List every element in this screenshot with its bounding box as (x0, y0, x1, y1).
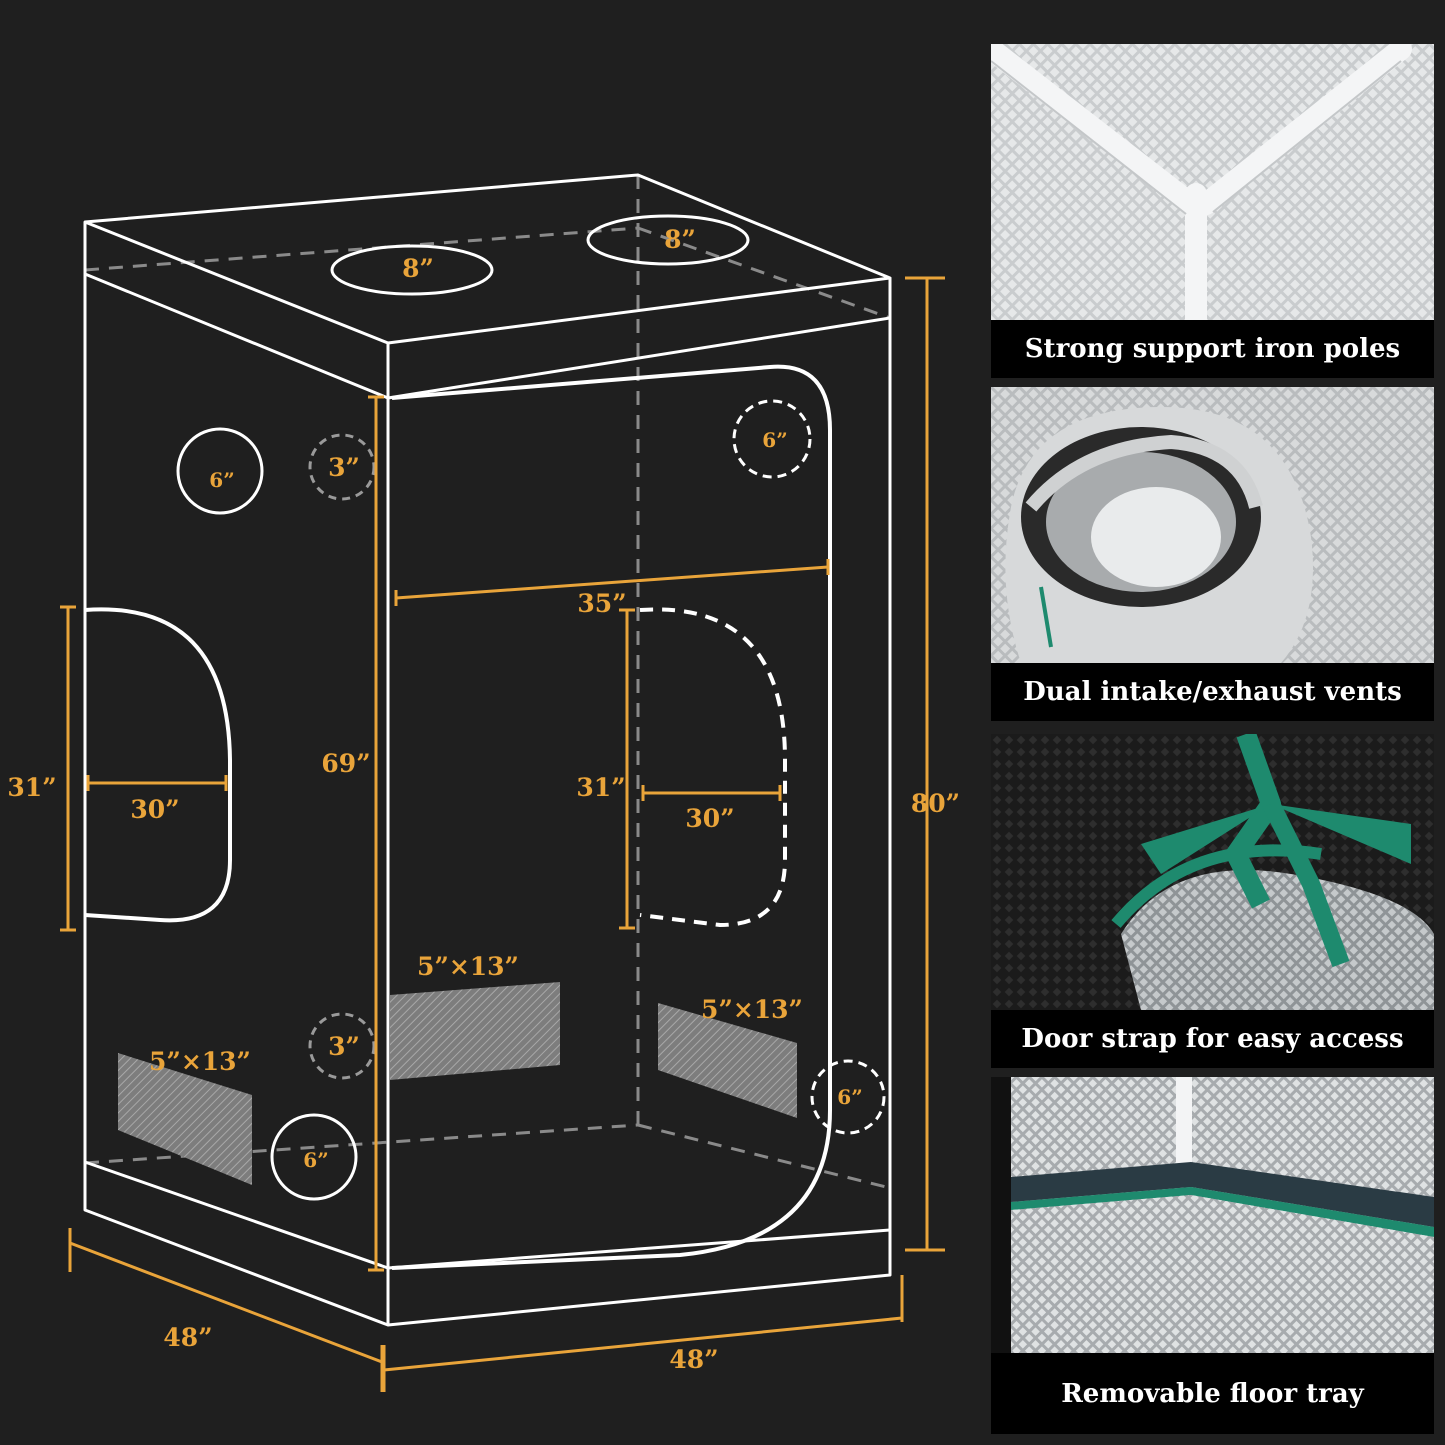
caption-floor-tray: Removable floor tray (991, 1353, 1434, 1434)
window-left-mesh (118, 1053, 252, 1185)
feature-panel-vents: Dual intake/exhaust vents (991, 387, 1434, 721)
left-small-port-top-label: 3” (328, 453, 360, 482)
window-left-label: 5”×13” (149, 1047, 251, 1076)
feature-panel-iron-poles: Strong support iron poles (991, 44, 1434, 378)
front-height-label: 69” (321, 749, 370, 778)
left-small-port-bottom (308, 1012, 376, 1080)
right-port-bottom-6 (810, 1059, 886, 1135)
door-strap-photo (991, 734, 1434, 1010)
left-small-port-bottom-label: 3” (328, 1032, 360, 1061)
depth-label: 48” (163, 1323, 212, 1352)
back-door-height-label: 31” (576, 773, 625, 802)
top-vent-left (330, 244, 494, 296)
caption-vents: Dual intake/exhaust vents (991, 663, 1434, 721)
top-vent-right-label: 8” (664, 225, 696, 254)
tent-outline (83, 173, 892, 1327)
front-door-outline (391, 364, 832, 1270)
caption-door-strap: Door strap for easy access (991, 1010, 1434, 1068)
window-right-mesh (658, 1003, 797, 1118)
dimension-lines (60, 276, 945, 1392)
right-port-top-label: 6” (762, 428, 787, 452)
caption-iron-poles: Strong support iron poles (991, 320, 1434, 378)
right-port-bottom-label: 6” (837, 1085, 862, 1109)
top-vent-left-label: 8” (402, 254, 434, 283)
right-port-top-6 (732, 399, 812, 479)
left-side-door (84, 607, 232, 923)
left-door-height-label: 31” (7, 773, 56, 802)
feature-panel-door-strap: Door strap for easy access (991, 734, 1434, 1068)
window-front-label: 5”×13” (417, 952, 519, 981)
grow-tent-dimension-diagram: 8” 8” 6” 3” 3” 6” 6” 6” 31” 30” 69” 35” … (7, 173, 960, 1392)
left-port-bottom-label: 6” (303, 1148, 328, 1172)
back-door-width-label: 30” (685, 804, 734, 833)
left-port-top-6 (176, 427, 264, 515)
back-door-outline (639, 607, 787, 928)
iron-pole-corner-photo (991, 44, 1434, 320)
left-port-bottom-6 (270, 1113, 358, 1201)
overall-height-label: 80” (911, 789, 960, 818)
window-front-mesh (390, 982, 560, 1080)
left-port-top-label: 6” (209, 468, 234, 492)
left-small-port-top (308, 433, 376, 501)
feature-panel-floor-tray: Removable floor tray (991, 1077, 1434, 1434)
top-vent-right (586, 214, 750, 266)
left-door-width-label: 30” (130, 795, 179, 824)
vent-sleeve-photo (991, 387, 1434, 663)
window-right-label: 5”×13” (701, 995, 803, 1024)
width-label: 48” (669, 1345, 718, 1374)
front-width-label: 35” (577, 589, 626, 618)
hidden-edges (84, 175, 891, 1190)
floor-tray-photo (991, 1077, 1434, 1353)
